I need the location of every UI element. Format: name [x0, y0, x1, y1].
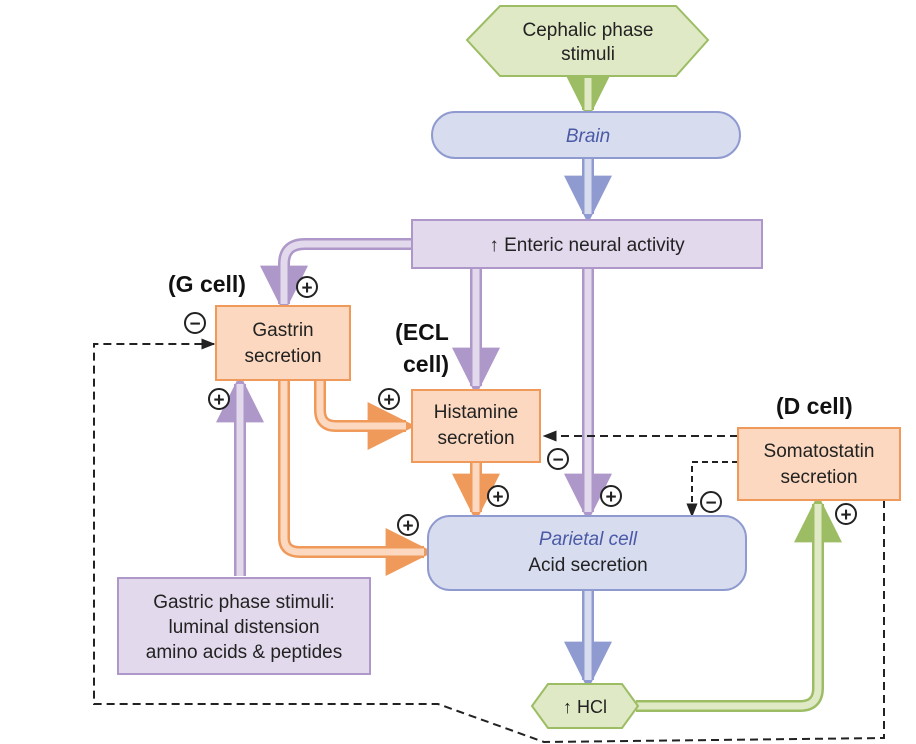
d-cell-label: (D cell) — [776, 393, 853, 419]
plus-icon: + — [397, 514, 419, 537]
plus-icon: + — [487, 485, 509, 508]
arrow-gastrin-to-parietal — [278, 380, 434, 576]
ecl-cell-label-line2: cell) — [403, 351, 449, 377]
gastric-line3: amino acids & peptides — [146, 642, 342, 663]
svg-text:+: + — [383, 390, 394, 411]
svg-text:+: + — [492, 487, 503, 508]
dashed-feedback-to-gastrin — [93, 338, 885, 744]
svg-text:+: + — [605, 487, 616, 508]
histamine-line2: secretion — [437, 428, 514, 449]
node-gastric-phase-stimuli: Gastric phase stimuli: luminal distensio… — [117, 577, 371, 675]
svg-text:−: − — [189, 314, 200, 335]
hcl-label: ↑ HCl — [563, 697, 607, 717]
arrow-gastrin-to-histamine — [314, 380, 416, 450]
node-cephalic-phase: Cephalic phase stimuli — [465, 5, 710, 77]
node-gastrin-secretion: Gastrin secretion — [215, 305, 351, 381]
minus-icon: − — [547, 448, 569, 471]
gastrin-line2: secretion — [244, 346, 321, 367]
svg-text:+: + — [840, 505, 851, 526]
node-brain: Brain — [431, 111, 741, 159]
node-histamine-secretion: Histamine secretion — [411, 389, 541, 463]
svg-text:+: + — [301, 278, 312, 299]
plus-icon: + — [600, 485, 622, 508]
arrow-enteric-to-gastrin — [260, 238, 414, 314]
node-parietal-cell: Parietal cell Acid secretion — [427, 515, 747, 591]
parietal-line2: Acid secretion — [528, 555, 647, 576]
node-somatostatin-secretion: Somatostatin secretion — [737, 427, 901, 501]
svg-text:−: − — [705, 493, 716, 514]
node-hcl: ↑ HCl — [530, 683, 640, 729]
gastrin-line1: Gastrin — [252, 320, 313, 341]
histamine-line1: Histamine — [434, 402, 518, 423]
dashed-somatostatin-to-parietal — [686, 461, 738, 518]
cephalic-line1: Cephalic phase — [523, 20, 654, 41]
somatostatin-line2: secretion — [780, 467, 857, 488]
g-cell-label: (G cell) — [168, 271, 246, 297]
node-enteric-neural-activity: ↑ Enteric neural activity — [411, 219, 763, 269]
gastric-line1: Gastric phase stimuli: — [153, 592, 335, 613]
ecl-cell-label-line1: (ECL — [395, 319, 449, 345]
minus-icon: − — [184, 312, 206, 335]
brain-label: Brain — [566, 126, 610, 147]
arrow-hcl-to-somatostatin — [636, 494, 842, 712]
plus-icon: + — [378, 388, 400, 411]
parietal-line1: Parietal cell — [539, 529, 638, 550]
cephalic-line2: stimuli — [561, 44, 615, 65]
svg-text:+: + — [402, 516, 413, 537]
minus-icon: − — [700, 491, 722, 514]
svg-text:−: − — [552, 450, 563, 471]
enteric-label: ↑ Enteric neural activity — [489, 235, 685, 256]
somatostatin-line1: Somatostatin — [764, 441, 875, 462]
svg-text:+: + — [213, 390, 224, 411]
gastric-line2: luminal distension — [168, 617, 319, 638]
plus-icon: + — [296, 276, 318, 299]
plus-icon: + — [208, 388, 230, 411]
plus-icon: + — [835, 503, 857, 526]
